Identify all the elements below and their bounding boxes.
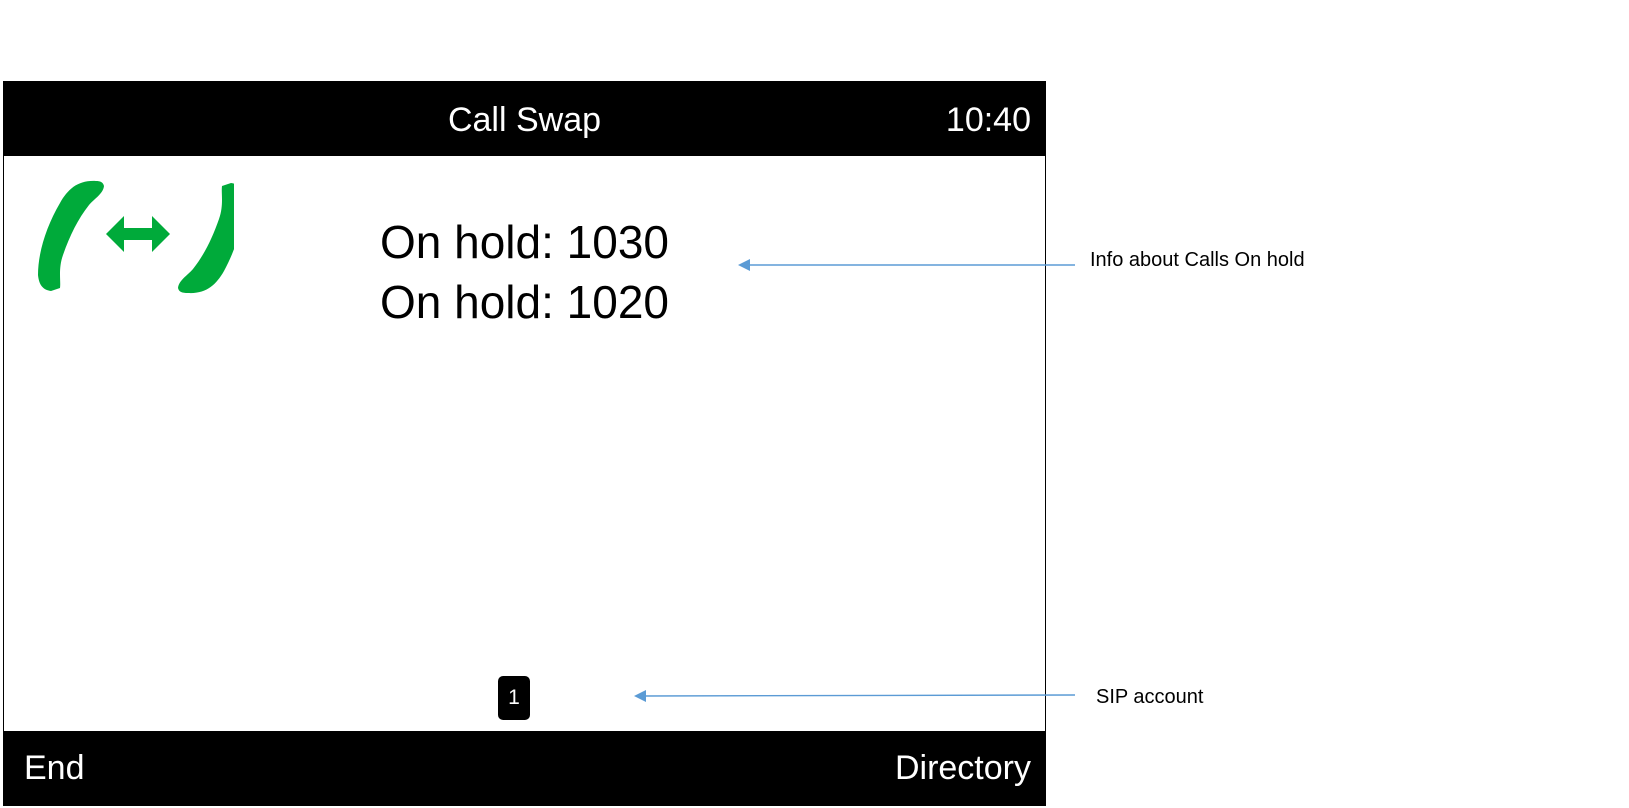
end-softkey[interactable]: End [24,749,85,787]
phone-screen: Call Swap 10:40 On hold: 1030 On hold: 1… [3,81,1046,806]
softkey-bar: End Directory [4,731,1045,805]
clock: 10:40 [945,101,1031,139]
hold-line-1: On hold: 1030 [380,216,670,268]
hold-info: On hold: 1030 On hold: 1020 [380,212,669,332]
directory-softkey[interactable]: Directory [894,749,1031,787]
screen-title: Call Swap [447,101,602,139]
hold-info-callout: Info about Calls On hold [1090,249,1305,271]
sip-account-callout: SIP account [1096,686,1204,708]
hold-line-2: On hold: 1020 [380,276,670,328]
title-bar: Call Swap 10:40 [4,82,1045,156]
call-swap-icon [34,177,244,297]
sip-account-badge: 1 [498,676,530,720]
